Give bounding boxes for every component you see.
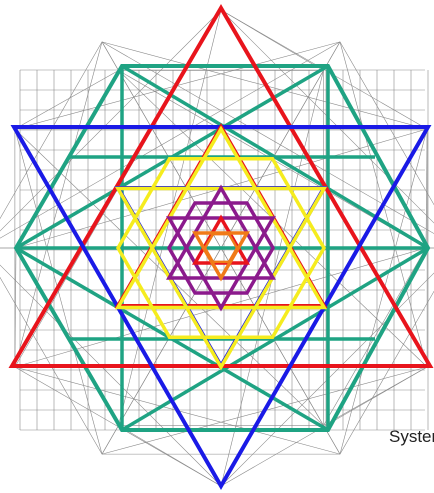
caption-text: System [389,427,434,447]
center-red-triangle [195,218,247,263]
grid-diagonal-line [0,42,102,248]
grid-diagonal-line [102,42,119,71]
outer-green-hexagon [16,66,428,430]
center-orange-triangle [195,233,247,278]
